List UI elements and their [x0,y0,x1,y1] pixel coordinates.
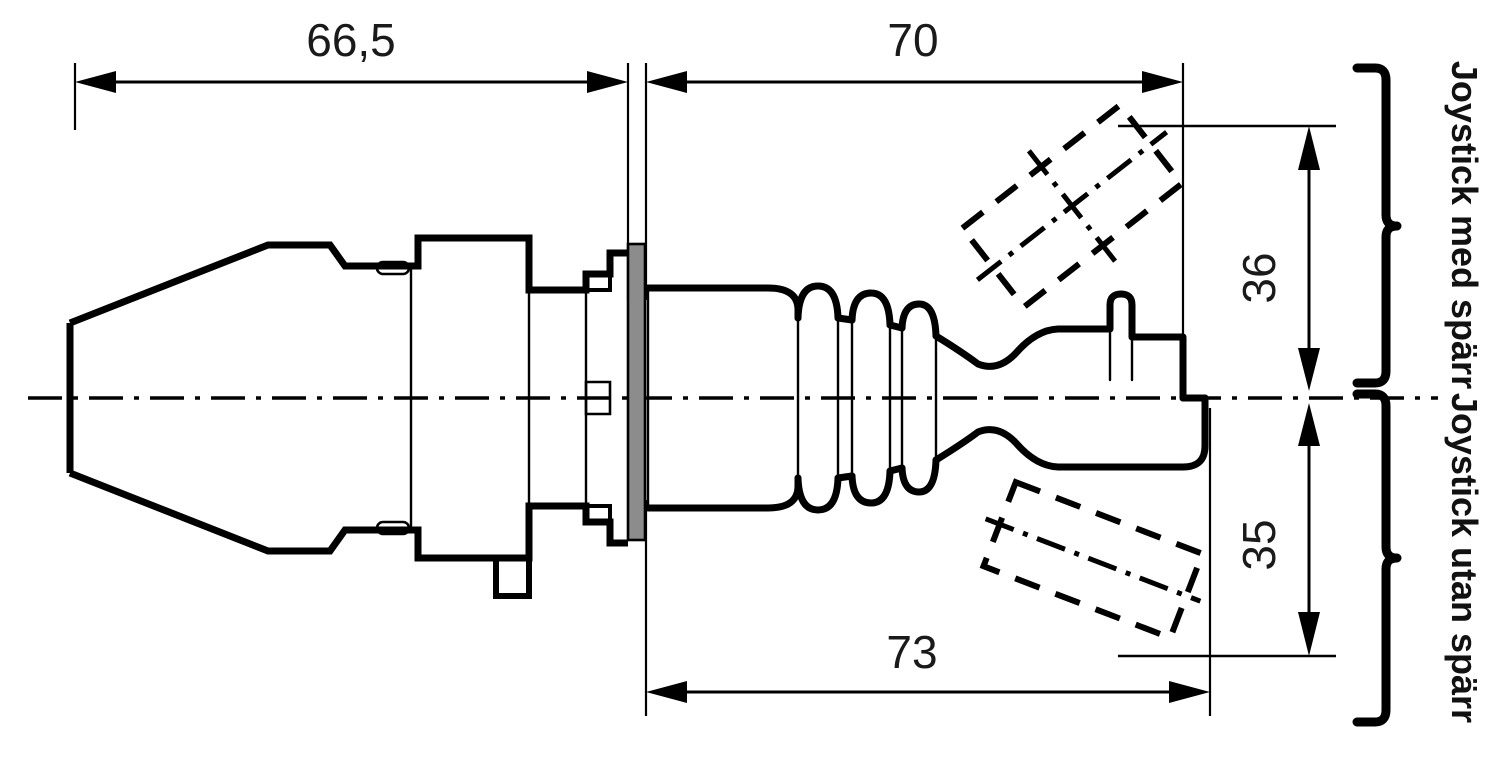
dimension-35: 35 [1118,403,1336,658]
body-foot-tab [493,558,532,599]
body-upper-profile [68,234,628,327]
body-lower-profile [68,469,628,562]
boot-barrel-upper [644,284,802,322]
arrowhead-right-66-5 [587,71,628,93]
arrowhead-left-73 [646,681,687,703]
bellows-rib-2-upper [848,289,894,329]
arrowhead-right-73 [1169,681,1210,703]
bracket-group [1352,63,1402,727]
panel-flange [626,242,647,542]
arrowhead-down-36 [1298,348,1320,391]
dimension-label-36: 36 [1233,252,1285,303]
bracket-label-bottom: Joystick utan spärr [1444,393,1485,723]
dimension-label-35: 35 [1233,519,1285,570]
bellows-rib-1-lower [794,474,842,514]
bellows-rib-2-lower [848,467,894,507]
notch-upper [584,274,612,292]
arrowhead-left-66-5 [75,71,116,93]
dimension-label-73: 73 [886,626,937,678]
arrowhead-left-70 [646,71,687,93]
joystick-boot-outline [644,282,1101,514]
slot-upper [375,260,411,276]
notch-centre [584,380,612,416]
bracket-label-top: Joystick med spärr [1444,61,1485,389]
dimension-66-5: 66,5 [73,14,630,300]
curly-brace-bottom [1352,389,1402,727]
dimension-36: 36 [1118,124,1336,391]
arrowhead-up-35 [1298,403,1320,446]
arrowhead-up-36 [1298,126,1320,170]
arrowhead-right-70 [1142,71,1183,93]
bellows-rib-3-upper [898,300,940,340]
bellows-rib-1-upper [794,282,842,322]
dimension-label-66-5: 66,5 [306,14,396,66]
boot-taper-upper [932,325,1101,370]
slot-lower [375,520,411,536]
curly-brace-top [1352,63,1402,388]
dimension-label-70: 70 [887,14,938,66]
lever-swing-position-upper [958,100,1186,312]
lever-ghost-axis-lower [984,516,1202,604]
boot-barrel-lower [644,474,802,512]
dimension-73: 73 [644,408,1212,716]
lever-head [1093,290,1209,471]
lever-ghost-cross-upper [1026,149,1118,263]
notch-lower [584,504,612,522]
bellows-rib-3-lower [898,456,940,496]
lever-tip-lower [1093,394,1209,471]
arrowhead-down-35 [1298,612,1320,656]
dimension-70: 70 [644,14,1185,348]
lever-swing-position-lower [979,478,1207,642]
boot-taper-lower [932,426,1101,471]
joystick-body-outline [66,234,628,599]
